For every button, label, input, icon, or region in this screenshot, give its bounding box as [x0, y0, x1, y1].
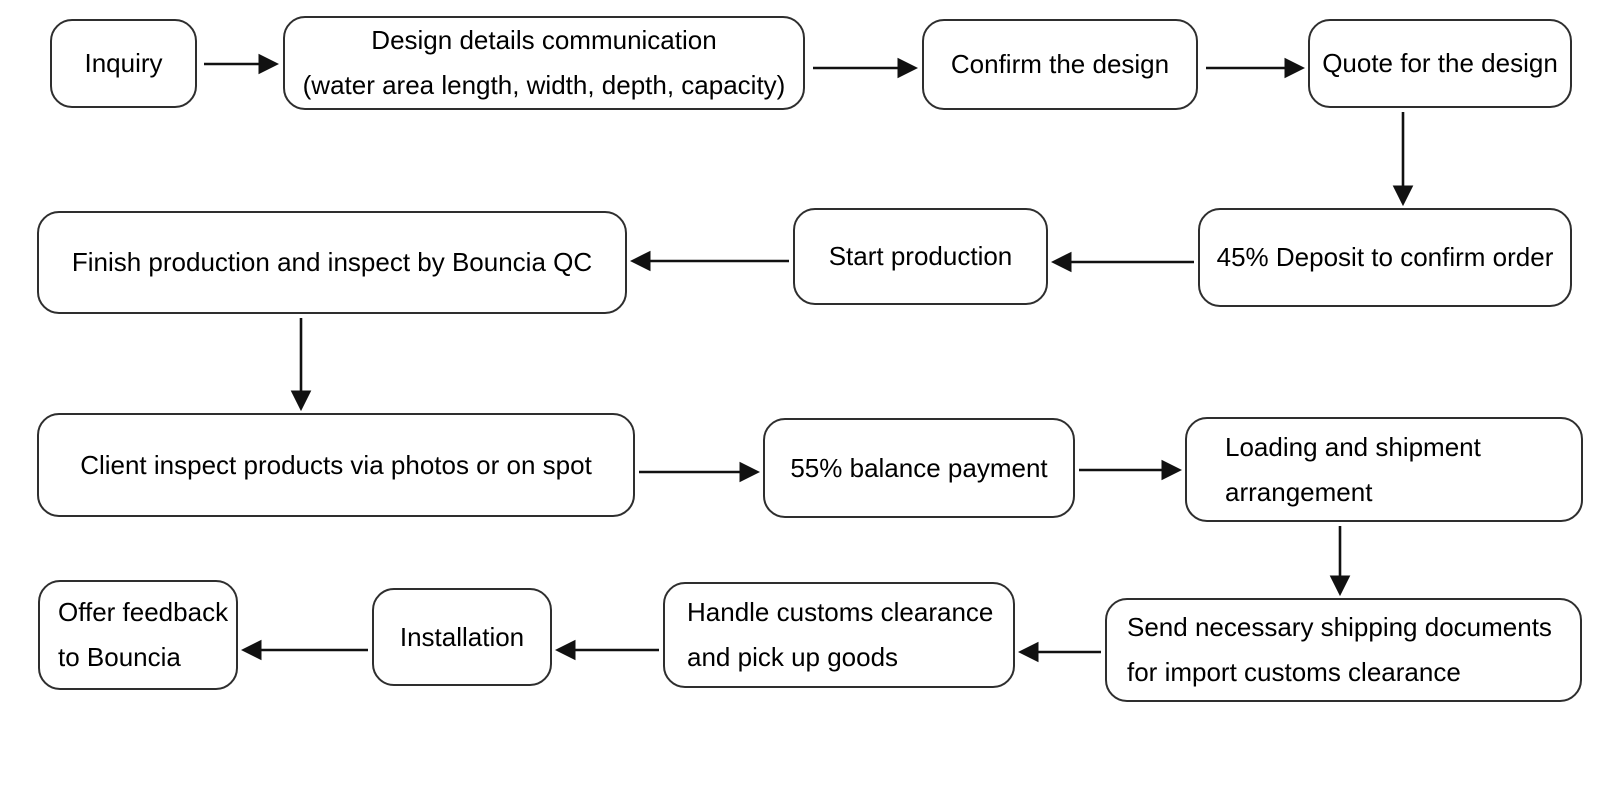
node-inquiry: Inquiry	[50, 19, 197, 108]
node-inquiry-label: Inquiry	[84, 48, 163, 79]
node-finish-production-label: Finish production and inspect by Bouncia…	[71, 247, 593, 278]
node-client-inspect: Client inspect products via photos or on…	[37, 413, 635, 517]
node-quote-design-label: Quote for the design	[1322, 48, 1558, 79]
node-balance-payment: 55% balance payment	[763, 418, 1075, 518]
node-customs-clearance-line-2: and pick up goods	[687, 642, 899, 672]
node-offer-feedback: Offer feedback to Bouncia	[38, 580, 238, 690]
node-start-production-label: Start production	[828, 241, 1013, 272]
node-installation: Installation	[372, 588, 552, 686]
node-loading-shipment-line-2: arrangement	[1225, 476, 1373, 507]
node-customs-clearance: Handle customs clearance and pick up goo…	[663, 582, 1015, 688]
node-design-details-line-1: Design details communication	[371, 25, 717, 56]
node-finish-production: Finish production and inspect by Bouncia…	[37, 211, 627, 314]
node-loading-shipment: Loading and shipment arrangement	[1185, 417, 1583, 522]
node-confirm-design: Confirm the design	[922, 19, 1198, 110]
node-balance-payment-label: 55% balance payment	[790, 452, 1048, 483]
node-customs-clearance-line-1: Handle customs clearance	[687, 597, 994, 628]
node-design-details: Design details communication (water area…	[283, 16, 805, 110]
node-client-inspect-label: Client inspect products via photos or on…	[80, 449, 592, 480]
node-shipping-documents-line-2: for import customs clearance	[1127, 657, 1461, 687]
node-installation-label: Installation	[399, 621, 525, 652]
node-offer-feedback-line-2: to Bouncia	[58, 642, 181, 672]
node-loading-shipment-line-1: Loading and shipment	[1225, 431, 1481, 462]
node-quote-design: Quote for the design	[1308, 19, 1572, 108]
node-offer-feedback-line-1: Offer feedback	[58, 597, 229, 628]
node-design-details-line-2: (water area length, width, depth, capaci…	[302, 70, 786, 100]
node-deposit: 45% Deposit to confirm order	[1198, 208, 1572, 307]
node-deposit-label: 45% Deposit to confirm order	[1216, 242, 1554, 273]
node-start-production: Start production	[793, 208, 1048, 305]
node-confirm-design-label: Confirm the design	[950, 49, 1170, 80]
node-shipping-documents: Send necessary shipping documents for im…	[1105, 598, 1582, 702]
node-shipping-documents-line-1: Send necessary shipping documents	[1127, 612, 1552, 643]
